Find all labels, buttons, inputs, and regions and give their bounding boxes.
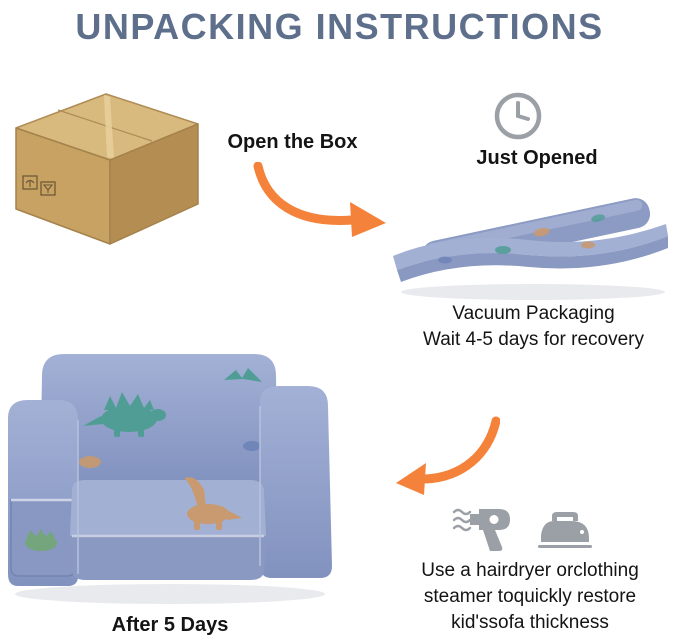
iron-icon <box>538 512 592 548</box>
pterodactyl-print <box>224 368 262 382</box>
vacuum-caption: Vacuum Packaging Wait 4-5 days for recov… <box>386 301 679 353</box>
fragile-symbols-icon <box>22 175 56 196</box>
restore-caption-line1: Use a hairdryer orclothing <box>421 560 639 581</box>
curved-arrow-down-right-icon <box>253 162 386 237</box>
hairdryer-icon <box>452 508 510 551</box>
stegosaurus-print <box>83 392 166 437</box>
restore-caption-line3: kid'ssofa thickness <box>451 612 609 633</box>
cardboard-box-image <box>15 93 199 245</box>
vacuum-caption-line2: Wait 4-5 days for recovery <box>422 329 645 350</box>
clock-icon <box>494 92 542 140</box>
green-dino-print <box>25 529 57 551</box>
open-box-label: Open the Box <box>227 131 358 153</box>
sauropod-print <box>184 477 242 530</box>
just-opened-label: Just Opened <box>476 147 598 169</box>
expanded-sofa-image <box>8 354 332 604</box>
restore-caption: Use a hairdryer orclothing steamer toqui… <box>381 558 679 636</box>
vacuum-caption-line1: Vacuum Packaging <box>452 303 615 324</box>
page-title: UNPACKING INSTRUCTIONS <box>75 6 604 47</box>
flattened-sofa-image <box>393 198 668 300</box>
after-5-days-label: After 5 Days <box>111 614 229 636</box>
curved-arrow-down-left-icon <box>396 416 500 495</box>
restore-caption-line2: steamer toquickly restore <box>423 586 637 607</box>
